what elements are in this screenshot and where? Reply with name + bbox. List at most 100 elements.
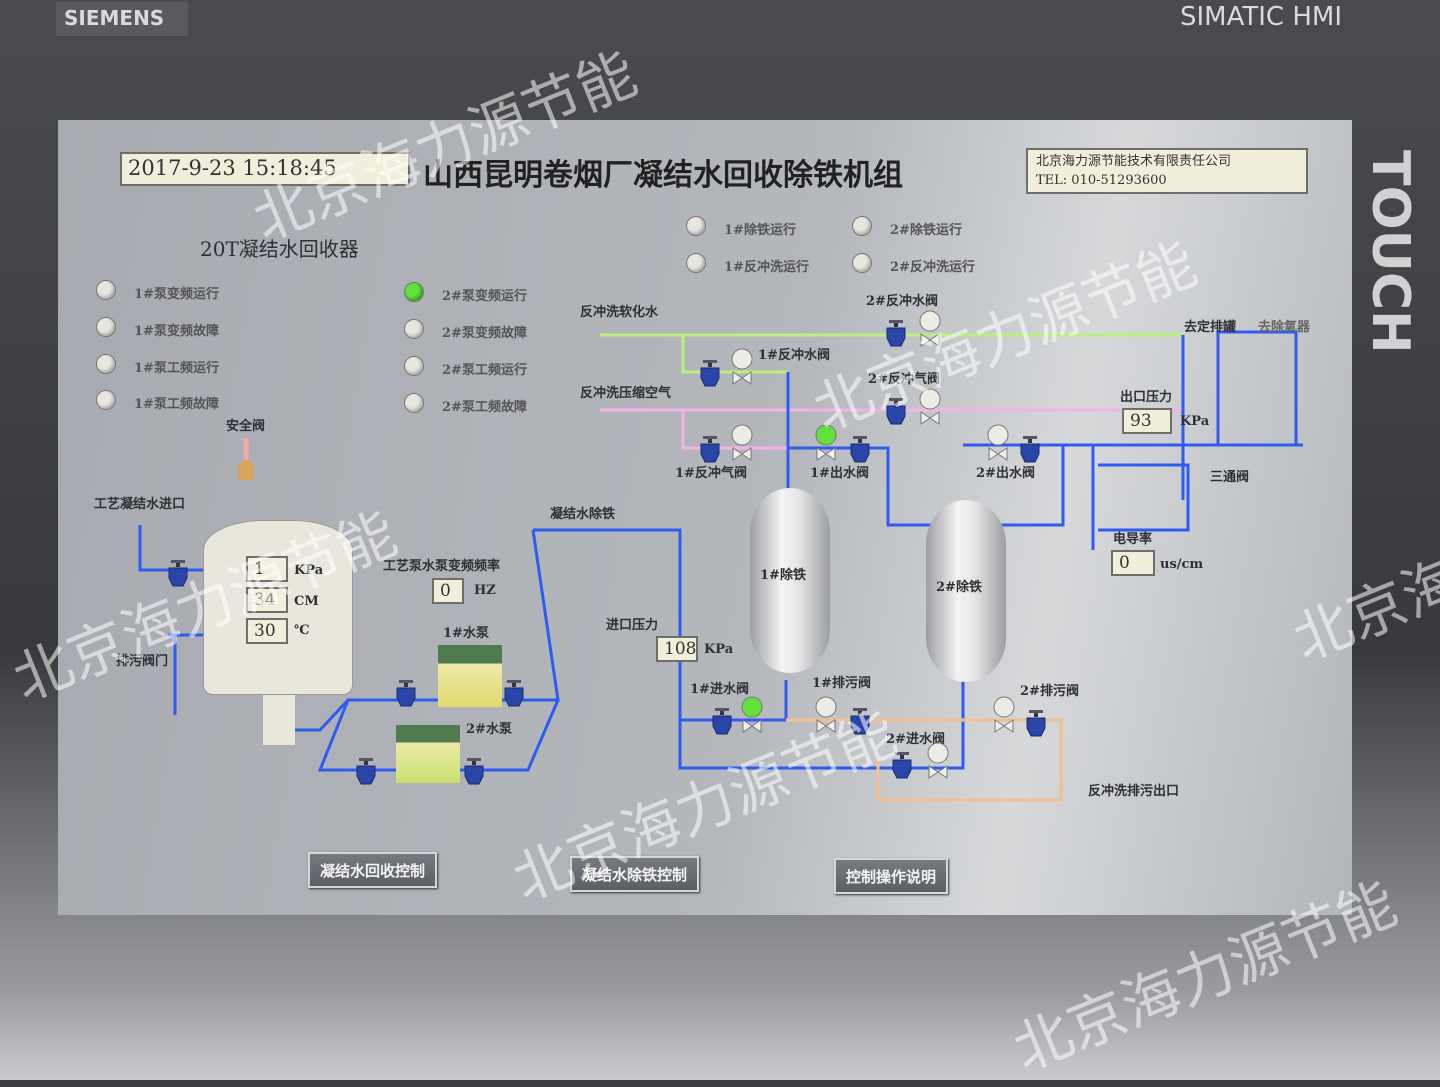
status-lamp-label: 2#除铁运行 (890, 223, 962, 238)
company-info: 北京海力源节能技术有限责任公司 TEL: 010-51293600 (1026, 148, 1308, 194)
inlet-pressure-value: 108 (656, 636, 698, 662)
outlet-pressure-unit: KPa (1180, 414, 1210, 429)
drain1-label: 1#排污阀 (812, 676, 871, 691)
iron-control-button[interactable]: 凝结水除铁控制 (570, 856, 700, 892)
safety-valve-icon[interactable] (238, 460, 254, 480)
company-tel: TEL: 010-51293600 (1036, 173, 1167, 188)
bw2-label: 2#反冲水阀 (866, 294, 938, 309)
outlet-pressure-value: 93 (1122, 408, 1172, 434)
motor-valve-icon[interactable] (502, 680, 526, 708)
three-way-label: 三通阀 (1210, 470, 1250, 485)
siemens-logo: SIEMENS (56, 2, 188, 36)
pump2-label: 2#水泵 (466, 722, 512, 737)
status-lamp (686, 253, 706, 273)
status-lamp (404, 393, 424, 413)
status-lamp-label: 1#除铁运行 (724, 223, 796, 238)
datetime-display: 2017-9-23 15:18:45 (120, 152, 410, 186)
motor-valve-icon[interactable] (884, 320, 908, 348)
out2-label: 2#出水阀 (976, 466, 1035, 481)
soft-water-label: 反冲洗软化水 (580, 305, 659, 320)
air-label: 反冲洗压缩空气 (580, 386, 672, 401)
status-lamp-label: 2#泵变频故障 (442, 326, 527, 341)
pneumatic-valve-icon[interactable] (926, 742, 950, 780)
out1-label: 1#出水阀 (810, 466, 869, 481)
recovery-control-button[interactable]: 凝结水回收控制 (308, 852, 438, 888)
in2-label: 2#进水阀 (886, 732, 945, 747)
motor-valve-icon[interactable] (848, 436, 872, 464)
status-lamp-label: 1#泵工频运行 (134, 361, 219, 376)
tank-pressure-unit: KPa (294, 563, 324, 578)
status-lamp (96, 280, 116, 300)
company-name: 北京海力源节能技术有限责任公司 (1036, 154, 1232, 169)
status-lamp-label: 2#反冲洗运行 (890, 260, 975, 275)
freq-value: 0 (432, 578, 464, 604)
status-lamp-label: 2#泵工频运行 (442, 363, 527, 378)
status-lamp-label: 1#泵变频故障 (134, 324, 219, 339)
status-lamp-label: 1#反冲洗运行 (724, 260, 809, 275)
motor-valve-icon[interactable] (848, 708, 872, 736)
in1-label: 1#进水阀 (690, 682, 749, 697)
inlet-pressure-unit: KPa (704, 642, 734, 657)
backwash-out-label: 反冲洗排污出口 (1088, 784, 1180, 799)
status-lamp-label: 1#泵工频故障 (134, 397, 219, 412)
motor-valve-icon[interactable] (462, 758, 486, 786)
iron-tank-2: 2#除铁 (926, 500, 1006, 682)
soft-water-branch (681, 335, 788, 374)
status-lamp (852, 253, 872, 273)
tank1-label: 1#除铁 (760, 568, 806, 583)
conductivity-value: 0 (1111, 550, 1155, 576)
air-branch (681, 410, 788, 450)
pneumatic-valve-icon[interactable] (986, 424, 1010, 462)
drain2-label: 2#排污阀 (1020, 684, 1079, 699)
iron-tank-1: 1#除铁 (750, 488, 830, 673)
pneumatic-valve-icon[interactable] (814, 424, 838, 462)
hmi-screen: 2017-9-23 15:18:45 山西昆明卷烟厂凝结水回收除铁机组 北京海力… (58, 120, 1352, 915)
status-lamp-label: 1#泵变频运行 (134, 287, 219, 302)
conductivity-unit: us/cm (1160, 557, 1204, 572)
status-lamp (852, 216, 872, 236)
tank-level-unit: CM (294, 594, 319, 609)
pneumatic-valve-icon[interactable] (992, 696, 1016, 734)
tank-level-value: 34 (246, 587, 288, 613)
status-lamp (96, 390, 116, 410)
motor-valve-icon[interactable] (698, 436, 722, 464)
pneumatic-valve-icon[interactable] (730, 424, 754, 462)
status-lamp (686, 216, 706, 236)
motor-valve-icon[interactable] (354, 758, 378, 786)
pump1-label: 1#水泵 (443, 626, 489, 641)
motor-valve-icon[interactable] (884, 398, 908, 426)
pneumatic-valve-icon[interactable] (740, 696, 764, 734)
pump1-icon[interactable] (438, 645, 502, 707)
motor-valve-icon[interactable] (1018, 436, 1042, 464)
motor-valve-icon[interactable] (166, 560, 190, 588)
motor-valve-icon[interactable] (890, 752, 914, 780)
status-lamp (404, 319, 424, 339)
help-button[interactable]: 控制操作说明 (834, 858, 949, 894)
status-lamp-label: 2#泵变频运行 (442, 289, 527, 304)
status-lamp-label: 2#泵工频故障 (442, 400, 527, 415)
motor-valve-icon[interactable] (710, 708, 734, 736)
motor-valve-icon[interactable] (698, 360, 722, 388)
status-lamp (404, 356, 424, 376)
condensate-label: 凝结水除铁 (550, 507, 616, 522)
air1-label: 1#反冲气阀 (675, 466, 747, 481)
status-lamp (404, 282, 424, 302)
pneumatic-valve-icon[interactable] (918, 388, 942, 426)
page-title: 山西昆明卷烟厂凝结水回收除铁机组 (423, 158, 903, 193)
conductivity-label: 电导率 (1113, 532, 1153, 547)
motor-valve-icon[interactable] (394, 680, 418, 708)
tank2-label: 2#除铁 (936, 580, 982, 595)
bw1-label: 1#反冲水阀 (758, 348, 830, 363)
touch-label: TOUCH (1360, 150, 1420, 354)
motor-valve-icon[interactable] (1024, 710, 1048, 738)
to-tank-label: 去定排罐 (1184, 320, 1237, 335)
pump2-icon[interactable] (396, 725, 460, 783)
pneumatic-valve-icon[interactable] (730, 348, 754, 386)
tank-temp-value: 30 (246, 618, 288, 644)
drain-label: 排污阀门 (116, 654, 169, 669)
pneumatic-valve-icon[interactable] (814, 696, 838, 734)
pneumatic-valve-icon[interactable] (918, 310, 942, 348)
freq-unit: HZ (474, 583, 496, 598)
tank-pressure-value: 1 (246, 556, 288, 582)
tank-temp-unit: ℃ (294, 623, 310, 638)
